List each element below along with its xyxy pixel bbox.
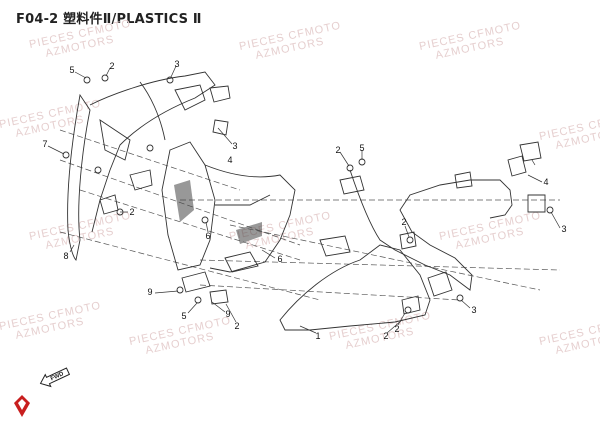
callout-number: 6 (205, 231, 210, 241)
callout-number: 5 (181, 311, 186, 321)
clip (166, 76, 174, 84)
callout-number: 3 (561, 224, 566, 234)
callout-number: 6 (277, 254, 282, 264)
callout-number: 2 (335, 145, 340, 155)
clip (94, 166, 102, 174)
callout-number: 3 (174, 59, 179, 69)
right-inner-panel (339, 141, 546, 315)
assembly-axis (59, 129, 241, 191)
callout-number: 8 (63, 251, 68, 261)
clip (346, 164, 354, 172)
fasteners (62, 74, 554, 314)
clip (456, 294, 464, 302)
fwd-label: FWD (50, 371, 66, 382)
callout-number: 2 (129, 207, 134, 217)
screw (176, 286, 184, 294)
callout-number: 2 (401, 217, 406, 227)
clip (406, 236, 414, 244)
center-front-cowl (161, 141, 296, 305)
clip (146, 144, 154, 152)
screw (62, 151, 70, 159)
belly-pan (279, 235, 431, 331)
callout-number: 2 (394, 324, 399, 334)
assembly-axis (229, 224, 541, 291)
callout-number: 4 (543, 177, 548, 187)
callout-number: 3 (471, 305, 476, 315)
screw (546, 206, 554, 214)
assembly-axis (199, 284, 461, 301)
callout-number: 2 (383, 331, 388, 341)
leader-lines (47, 65, 561, 334)
callout-number: 2 (234, 321, 239, 331)
callout-number: 9 (225, 309, 230, 319)
clip (101, 74, 109, 82)
brand-logo-icon (14, 395, 30, 417)
callout-number: 2 (109, 61, 114, 71)
assembly-axis (199, 259, 561, 271)
callout-number: 5 (359, 143, 364, 153)
page-title: F04-2 塑料件Ⅱ/PLASTICS Ⅱ (16, 12, 202, 27)
callout-number: 7 (42, 139, 47, 149)
callout-number: 9 (147, 287, 152, 297)
clip (201, 216, 209, 224)
callout-labels: 5 2 3 7 8 3 2 6 2 5 4 3 4 2 6 9 5 9 2 1 … (42, 59, 566, 341)
clip (404, 306, 412, 314)
callout-number: 3 (232, 141, 237, 151)
callout-number: 5 (69, 65, 74, 75)
callout-number: 1 (315, 331, 320, 341)
screw (83, 76, 91, 84)
screw (194, 296, 202, 304)
callout-number: 4 (227, 155, 232, 165)
fwd-arrow-icon: FWD (39, 367, 71, 388)
